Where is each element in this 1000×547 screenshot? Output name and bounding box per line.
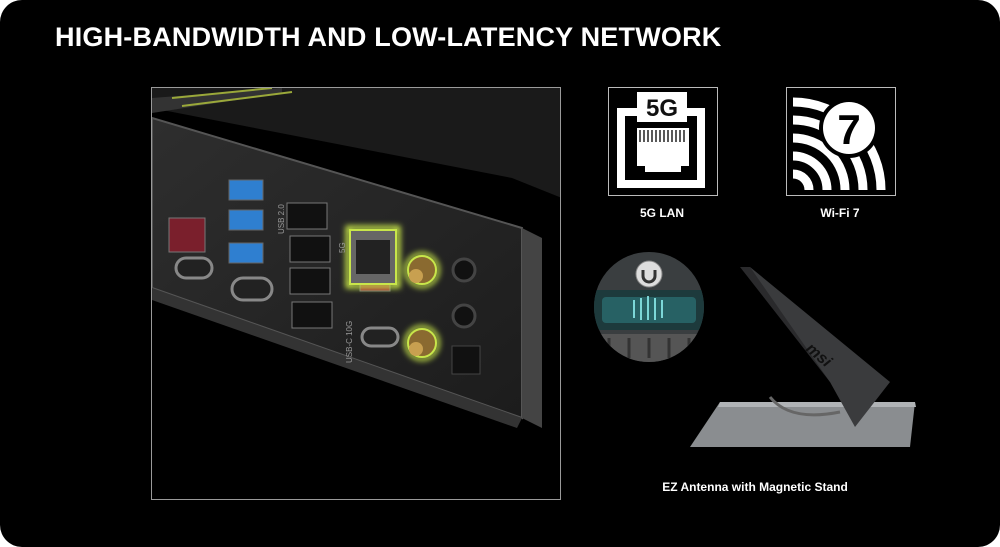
5g-icon-text: 5G [646, 95, 678, 122]
lan-port-label: 5G [338, 242, 347, 253]
5g-lan-label: 5G LAN [639, 206, 684, 220]
wifi-7-label: Wi-Fi 7 [820, 206, 860, 220]
wifi-7-icon-text: 7 [837, 106, 860, 153]
ez-antenna-image: msi [690, 262, 922, 452]
magnet-closeup-image [594, 252, 704, 362]
usb-2-port-label: USB 2.0 [277, 204, 286, 234]
wifi-7-icon: 7 [793, 97, 886, 190]
page-title: HIGH-BANDWIDTH AND LOW-LATENCY NETWORK [55, 22, 722, 52]
ethernet-port-icon: 5G [617, 92, 705, 188]
5g-lan-icon-box: 5G [608, 87, 718, 196]
magnet-icon [635, 260, 663, 288]
wifi-7-icon-box: 7 [786, 87, 896, 196]
rear-io-photo: 5G USB 2.0 USB-C 10G [151, 87, 561, 500]
usb-c-port-label: USB-C 10G [345, 321, 354, 363]
antenna-caption: EZ Antenna with Magnetic Stand [662, 480, 848, 494]
